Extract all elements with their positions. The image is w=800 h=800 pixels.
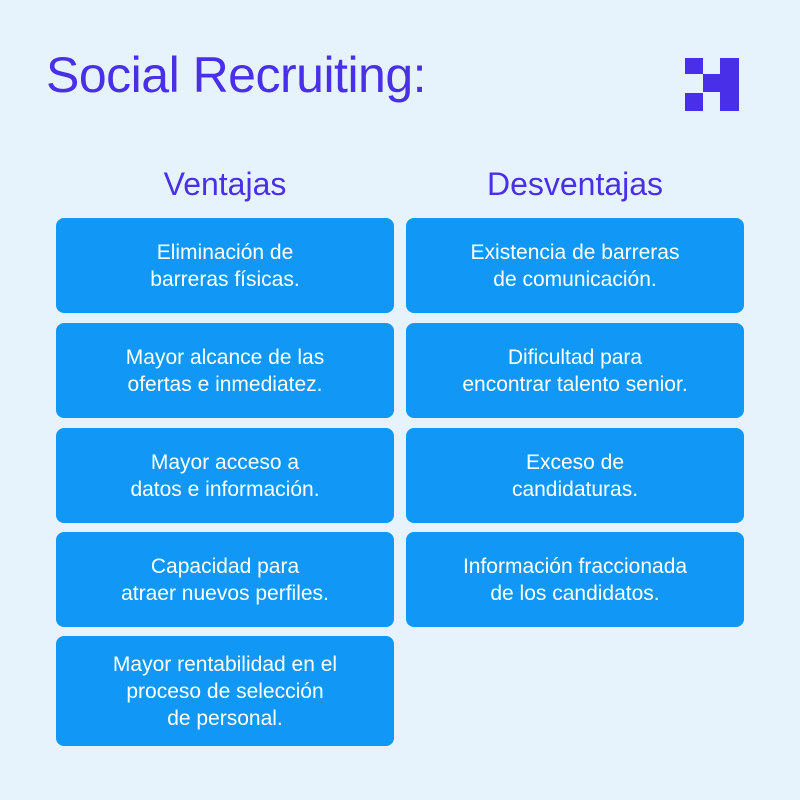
ventaja-card: Mayor acceso a datos e información. <box>56 428 394 523</box>
ventaja-card: Mayor alcance de las ofertas e inmediate… <box>56 323 394 418</box>
ventaja-text: Mayor acceso a datos e información. <box>130 450 320 501</box>
desventaja-text: Dificultad para encontrar talento senior… <box>462 345 688 396</box>
ventaja-text: Mayor alcance de las ofertas e inmediate… <box>125 345 325 396</box>
ventaja-card: Mayor rentabilidad en el proceso de sele… <box>56 636 394 746</box>
page-title: Social Recruiting: <box>46 47 427 103</box>
desventaja-card: Información fraccionada de los candidato… <box>406 532 744 627</box>
desventaja-card: Exceso de candidaturas. <box>406 428 744 523</box>
desventaja-card: Dificultad para encontrar talento senior… <box>406 323 744 418</box>
ventaja-card: Eliminación de barreras físicas. <box>56 218 394 313</box>
ventaja-text: Eliminación de barreras físicas. <box>150 240 300 291</box>
desventaja-text: Exceso de candidaturas. <box>511 450 639 501</box>
desventaja-text: Información fraccionada de los candidato… <box>462 554 688 605</box>
desventaja-text: Existencia de barreras de comunicación. <box>470 240 680 291</box>
desventaja-card: Existencia de barreras de comunicación. <box>406 218 744 313</box>
h-block-logo-icon <box>685 58 739 111</box>
ventaja-text: Mayor rentabilidad en el proceso de sele… <box>112 652 338 730</box>
desventajas-heading: Desventajas <box>486 166 664 202</box>
ventaja-card: Capacidad para atraer nuevos perfiles. <box>56 532 394 627</box>
ventaja-text: Capacidad para atraer nuevos perfiles. <box>121 554 329 605</box>
ventajas-heading: Ventajas <box>163 166 287 202</box>
